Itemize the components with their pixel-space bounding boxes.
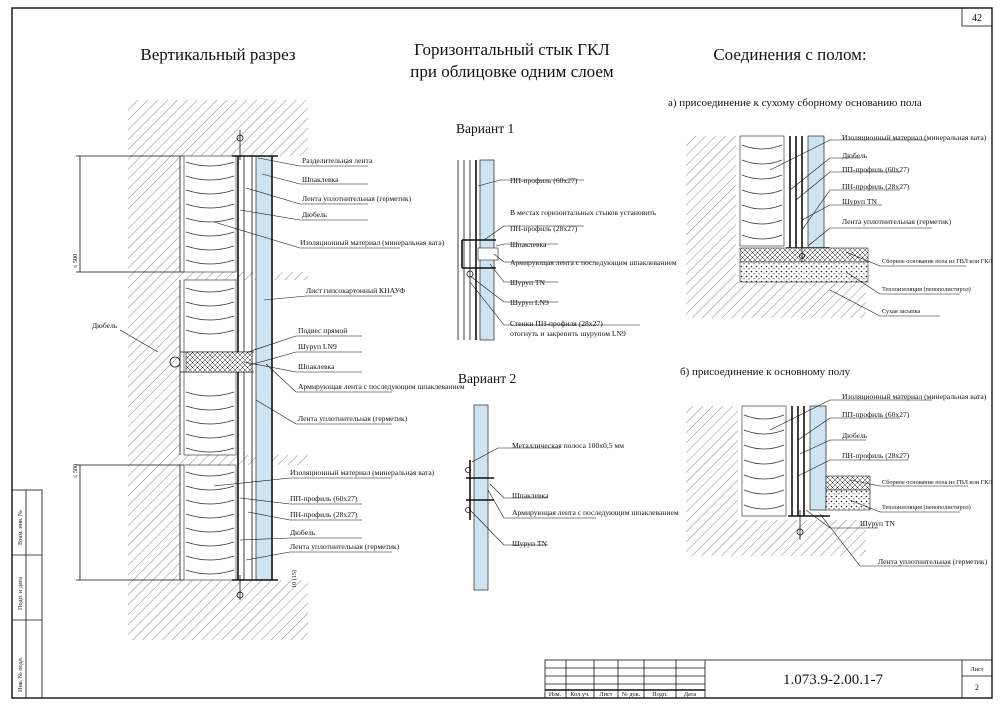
stamp-col-ndok: № док. bbox=[622, 691, 641, 698]
variant-2-title: Вариант 2 bbox=[458, 371, 516, 386]
label-shpatl-1: Шпаклевка bbox=[302, 175, 339, 184]
label-dubel-2: Дюбель bbox=[290, 528, 316, 537]
a-pp: ПП-профиль (60х27) bbox=[842, 165, 910, 174]
a-dubel: Дюбель bbox=[842, 151, 868, 160]
b-izol: Изоляционный материал (минеральная вата) bbox=[842, 392, 987, 401]
dim-gap: 10 (15) bbox=[291, 570, 298, 588]
vertical-section-labels: Разделительная лента Шпаклевка Лента упл… bbox=[92, 156, 465, 551]
b-pp: ПП-профиль (60х27) bbox=[842, 410, 910, 419]
floor-b-title: б) присоединение к основному полу bbox=[680, 366, 851, 378]
label-shurup-ln: Шуруп LN9 bbox=[298, 342, 337, 351]
horizontal-joint-variant-1: Вариант 1 ПП-профиль (60х27) В местах го… bbox=[456, 121, 677, 341]
b-teplo: Теплоизоляция (пенополистирол) bbox=[882, 504, 971, 511]
dim-bottom: ≤ 500 bbox=[72, 464, 79, 478]
side-field-3: Инв. № подл. bbox=[17, 656, 24, 692]
label-lenta-upl-1: Лента уплотнительная (герметик) bbox=[302, 194, 412, 203]
v2-shpatl: Шпаклевка bbox=[512, 491, 549, 500]
b-sbornoe: Сборное основание пола из ГВЛ или ГКЛ bbox=[882, 479, 993, 486]
sheet-frame: 42 bbox=[11, 7, 993, 699]
dim-top: ≤ 500 bbox=[72, 254, 79, 268]
floor-a-title: а) присоединение к сухому сборному основ… bbox=[668, 97, 922, 109]
v2-arm: Армирующая лента с последующим шпаклеван… bbox=[512, 508, 679, 517]
v1-stenki-2: отогнуть и закрепить шурупом LN9 bbox=[510, 329, 626, 338]
stamp-col-podp: Подп. bbox=[652, 691, 668, 698]
b-dubel: Дюбель bbox=[842, 431, 868, 440]
label-lenta-upl-3: Лента уплотнительная (герметик) bbox=[290, 542, 400, 551]
v1-shurup: Шуруп TN bbox=[510, 278, 546, 287]
a-teplo: Теплоизоляция (пенополистирол) bbox=[882, 286, 971, 293]
v1-pn: ПН-профиль (28х27) bbox=[510, 224, 578, 233]
label-podves: Подвес прямой bbox=[298, 326, 347, 335]
stamp-col-data: Дата bbox=[684, 691, 697, 698]
v1-shpatl: Шпаклевка bbox=[510, 240, 547, 249]
a-pn: ПН-профиль (28х27) bbox=[842, 182, 910, 191]
title-horizontal-joint-2: при облицовке одним слоем bbox=[410, 62, 614, 81]
label-razdel: Разделительная лента bbox=[302, 156, 373, 165]
label-lenta-upl-2: Лента уплотнительная (герметик) bbox=[298, 414, 408, 423]
side-stamp: Взам. инв. № Подп. и дата Инв. № подл. bbox=[11, 489, 43, 699]
list-number: 2 bbox=[975, 683, 979, 692]
v1-stenki: Стенки ПН-профиля (28х27) bbox=[510, 319, 603, 328]
label-izol-1: Изоляционный материал (минеральная вата) bbox=[300, 238, 445, 247]
v1-shurup-ln: Шуруп LN9 bbox=[510, 298, 549, 307]
stamp-col-list: Лист bbox=[600, 691, 613, 698]
side-field-1: Взам. инв. № bbox=[17, 510, 24, 545]
a-shurup: Шуруп TN bbox=[842, 197, 878, 206]
variant-1-title: Вариант 1 bbox=[456, 121, 514, 136]
label-izol-2: Изоляционный материал (минеральная вата) bbox=[290, 468, 435, 477]
title-block: Изм. Кол.уч. Лист № док. Подп. Дата 1.07… bbox=[544, 659, 993, 699]
v1-mesta: В местах горизонтальных стыков установит… bbox=[510, 208, 657, 217]
label-pp-prof: ПП-профиль (60х27) bbox=[290, 494, 358, 503]
vertical-section-drawing: ≤ 500 ≤ 500 10 (15) bbox=[72, 100, 400, 640]
a-zasypka: Сухая засыпка bbox=[882, 308, 921, 315]
side-field-2: Подп. и дата bbox=[17, 577, 24, 610]
label-pn-prof: ПН-профиль (28х27) bbox=[290, 510, 358, 519]
a-izol: Изоляционный материал (минеральная вата) bbox=[842, 133, 987, 142]
title-floor-connections: Соединения с полом: bbox=[713, 45, 866, 64]
label-shpatl-2: Шпаклевка bbox=[298, 362, 335, 371]
b-shurup: Шуруп TN bbox=[860, 519, 896, 528]
stamp-col-izm: Изм. bbox=[549, 691, 562, 698]
title-horizontal-joint-1: Горизонтальный стык ГКЛ bbox=[414, 40, 610, 59]
document-code: 1.073.9-2.00.1-7 bbox=[783, 672, 883, 688]
b-pn: ПН-профиль (28х27) bbox=[842, 451, 910, 460]
v1-arm: Армирующая лента с последующим шпаклеван… bbox=[510, 258, 677, 267]
label-dubel-left: Дюбель bbox=[92, 321, 118, 330]
page-number: 42 bbox=[972, 13, 982, 24]
a-sbornoe: Сборное основание пола из ГВЛ или ГКЛ bbox=[882, 258, 993, 265]
list-header: Лист bbox=[971, 666, 984, 673]
v1-pp: ПП-профиль (60х27) bbox=[510, 176, 578, 185]
floor-connection-a: Изоляционный материал (минеральная вата)… bbox=[686, 133, 993, 318]
v2-shurup: Шуруп TN bbox=[512, 539, 548, 548]
label-dubel-1: Дюбель bbox=[302, 210, 328, 219]
b-lenta: Лента уплотнительная (герметик) bbox=[878, 557, 988, 566]
label-arm-lenta: Армирующая лента с последующим шпаклеван… bbox=[298, 382, 465, 391]
floor-connection-b: Изоляционный материал (минеральная вата)… bbox=[686, 392, 993, 567]
stamp-col-kolych: Кол.уч. bbox=[570, 691, 590, 698]
a-lenta: Лента уплотнительная (герметик) bbox=[842, 217, 952, 226]
v2-polosa: Металлическая полоса 100х0,5 мм bbox=[512, 441, 624, 450]
title-vertical-section: Вертикальный разрез bbox=[140, 45, 296, 64]
horizontal-joint-variant-2: Вариант 2 Металлическая полоса 100х0,5 м… bbox=[458, 371, 679, 591]
label-list-gkl: Лист гипсокартонный КНАУФ bbox=[306, 286, 405, 295]
